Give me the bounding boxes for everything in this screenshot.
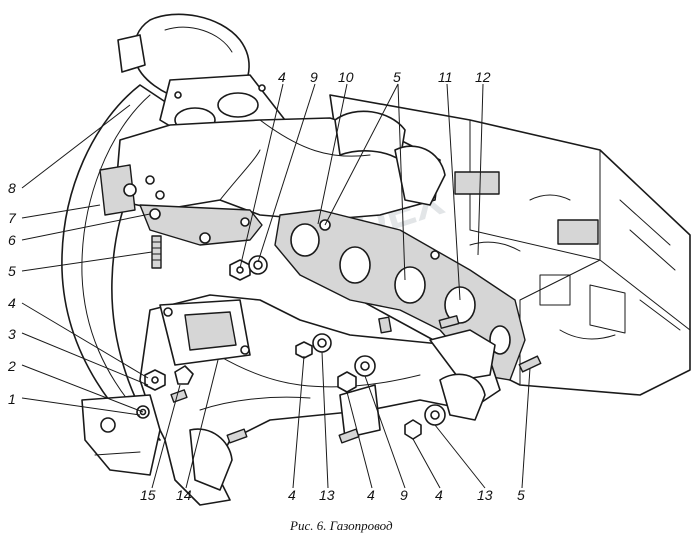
callout-15: 15 xyxy=(140,487,156,503)
callout-4-bottom-b: 4 xyxy=(367,487,375,503)
callout-4-top: 4 xyxy=(278,69,286,85)
leader-lines xyxy=(21,83,531,489)
figure-caption: Рис. 6. Газопровод xyxy=(289,518,393,533)
callout-5-left: 5 xyxy=(8,263,16,279)
callout-5-bottom: 5 xyxy=(517,487,525,503)
fasteners xyxy=(136,235,542,444)
callout-7: 7 xyxy=(8,210,17,226)
callout-11: 11 xyxy=(438,69,453,85)
callout-8: 8 xyxy=(8,180,16,196)
callout-9-bottom: 9 xyxy=(400,487,408,503)
callout-6: 6 xyxy=(8,232,16,248)
head-boss-1 xyxy=(454,171,500,195)
callout-10: 10 xyxy=(338,69,354,85)
nut-4-mid xyxy=(295,341,313,359)
callout-5-top: 5 xyxy=(393,69,401,85)
callout-1: 1 xyxy=(8,391,16,407)
callout-4-bottom-c: 4 xyxy=(435,487,443,503)
throttle-housing xyxy=(117,13,286,152)
callout-13-bottom-a: 13 xyxy=(319,487,335,503)
callout-4-bottom-a: 4 xyxy=(288,487,296,503)
callout-4-left: 4 xyxy=(8,295,16,311)
stud-5-right xyxy=(518,355,542,373)
callout-2: 2 xyxy=(7,358,16,374)
callout-14: 14 xyxy=(176,487,192,503)
nut-4-center xyxy=(337,371,357,393)
callout-labels: 1 2 3 4 5 6 7 8 4 9 10 5 11 12 15 14 4 1… xyxy=(7,69,525,503)
callout-13-bottom-b: 13 xyxy=(477,487,493,503)
callout-12: 12 xyxy=(475,69,491,85)
exhaust-manifold xyxy=(139,294,501,506)
stud-5 xyxy=(151,235,162,269)
intake-manifold xyxy=(99,110,446,221)
intake-runner xyxy=(334,110,406,161)
callout-9-top: 9 xyxy=(310,69,318,85)
nut-4-right xyxy=(404,419,422,440)
callout-3: 3 xyxy=(8,326,16,342)
head-boss-2 xyxy=(557,219,599,245)
support-bracket xyxy=(81,394,161,476)
clamp-15 xyxy=(174,365,194,385)
